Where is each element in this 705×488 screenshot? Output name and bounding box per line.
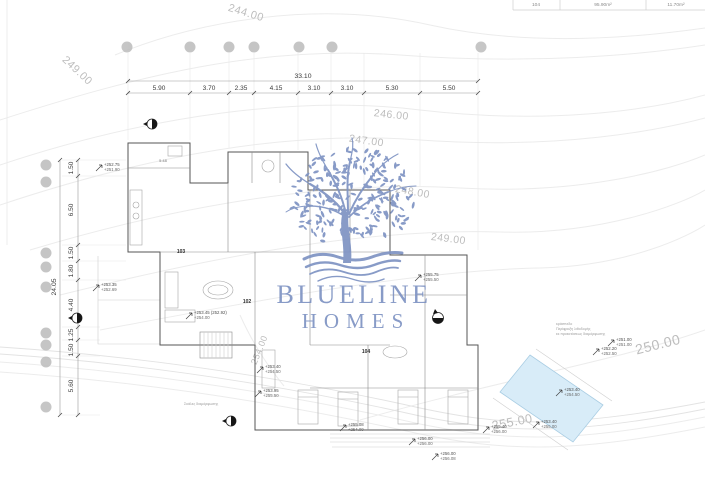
left-dimension-chain: 24.05 1.50 6.50 1.50 1.80 4.40 1.25 1.50… — [51, 157, 126, 418]
spot-elev: +256.00 — [417, 436, 433, 441]
section-marker-icon — [143, 118, 158, 130]
dim-left-seg: 1.80 — [68, 264, 75, 277]
room-number-102: 102 — [243, 299, 252, 305]
dim-top-seg: 5.90 — [153, 85, 166, 92]
contour-label-250: 250.00 — [634, 331, 682, 358]
spot-elev: +254.50 — [564, 392, 580, 397]
spot-elev: +254.50 — [265, 369, 281, 374]
spot-elev: +256.00 — [417, 441, 433, 446]
dim-left-seg: 1.50 — [68, 343, 75, 356]
spot-elev: +254.00 — [194, 315, 210, 320]
dim-left-seg: 1.50 — [68, 161, 75, 174]
spot-elev: +253.40 — [541, 419, 557, 424]
furniture — [129, 145, 469, 427]
section-marker-icon — [68, 312, 83, 324]
interior-dim: 5.48 — [159, 158, 168, 163]
dim-left-seg: 6.50 — [68, 203, 75, 216]
section-markers — [68, 118, 444, 427]
dim-top-seg: 2.35 — [235, 85, 248, 92]
table-cell-area1: 95.90m² — [594, 2, 612, 8]
section-marker-icon — [432, 309, 444, 324]
contour-label-249-nw: 249.00 — [60, 54, 95, 88]
dim-left-seg: 5.60 — [68, 379, 75, 392]
dim-left-overall: 24.05 — [51, 278, 58, 295]
spot-elev: +252.69 — [101, 287, 117, 292]
room-number-103: 103 — [177, 249, 186, 255]
dim-top-overall: 33.10 — [294, 73, 311, 80]
dim-left-seg: 1.25 — [68, 328, 75, 341]
pool-note-line: κράσπεδο — [556, 322, 572, 326]
pool-note-line: Περίφραξη λιθοδομής — [556, 327, 591, 331]
survey-dots — [40, 41, 487, 413]
dim-top-seg: 4.15 — [270, 85, 283, 92]
contour-label-244: 244.00 — [227, 2, 266, 24]
spot-elevations: +252.75+251.90 +253.35+252.69 +253.45 (2… — [92, 162, 632, 461]
logo-tree-foliage — [289, 146, 415, 243]
pool-water — [499, 354, 604, 443]
spot-elev: +255.50 — [263, 393, 279, 398]
logo-waves-icon — [302, 251, 404, 283]
dim-ticks-left — [75, 157, 81, 418]
contour-label-246: 246.00 — [373, 107, 409, 123]
dim-top-seg: 5.50 — [443, 85, 456, 92]
spot-elev: +253.35 — [101, 282, 117, 287]
dim-top-seg: 3.70 — [203, 85, 216, 92]
spot-elev: +253.40 — [265, 364, 281, 369]
logo-tree-icon — [285, 137, 417, 263]
dim-top-seg: 5.30 — [386, 85, 399, 92]
top-dimension-chain: 33.10 5.90 3.70 2.35 4.15 3.10 3.10 5.30… — [125, 53, 481, 250]
spot-elev: +255.75 — [423, 272, 439, 277]
terrace-steps — [330, 433, 490, 448]
spot-elev: +251.90 — [104, 167, 120, 172]
spot-elev: +253.45 (252.92) — [194, 310, 227, 315]
section-marker-icon — [222, 415, 237, 427]
spot-elev: +256.00 — [440, 451, 456, 456]
spot-elev: +255.08 — [348, 422, 364, 427]
spot-elev: +255.40 — [491, 424, 507, 429]
spot-elev: +255.50 — [423, 277, 439, 282]
spot-elev: +254.00 — [348, 427, 364, 432]
table-cell-area2: 11.70m² — [667, 2, 685, 8]
table-cell-room: 104 — [532, 2, 540, 8]
room-number-104: 104 — [362, 349, 371, 355]
dim-left-seg: 1.50 — [68, 246, 75, 259]
spot-elev: +255.00 — [541, 424, 557, 429]
extension-lines — [62, 159, 126, 416]
pool-note-line: εκ προεκτάσεως διαμόρφωσης — [556, 332, 605, 336]
dim-top-seg: 3.10 — [308, 85, 321, 92]
blueline-homes-logo: BLUELINE HOMES — [276, 137, 431, 333]
spot-elev: +253.40 — [564, 387, 580, 392]
dim-left-seg: 4.40 — [68, 298, 75, 311]
annotations: κράσπεδο Περίφραξη λιθοδομής εκ προεκτάσ… — [184, 322, 605, 406]
swimming-pool — [492, 348, 613, 451]
spot-elev: +256.08 — [440, 456, 456, 461]
dim-top-seg: 3.10 — [341, 85, 354, 92]
spot-elev: +251.00 — [616, 337, 632, 342]
contour-label-249-mid: 249.00 — [430, 231, 466, 247]
building-floor-plan: 103 102 104 5.48 — [97, 142, 490, 448]
spot-elev: +252.20 — [601, 346, 617, 351]
spot-elev: +252.75 — [104, 162, 120, 167]
spot-elev: +252.50 — [601, 351, 617, 356]
logo-brand-word: HOMES — [302, 309, 411, 333]
staircase — [199, 331, 233, 359]
site-note: Σκάλες διαμόρφωσης — [184, 402, 219, 406]
logo-brand-name: BLUELINE — [276, 280, 431, 309]
spot-elev: +251.00 — [616, 342, 632, 347]
area-table-fragment: 104 95.90m² 11.70m² — [512, 0, 705, 11]
spot-elev: +253.95 — [263, 388, 279, 393]
spot-elev: +256.00 — [491, 429, 507, 434]
dim-ticks-top — [125, 90, 481, 96]
contour-lines — [0, 0, 705, 448]
contour-label-247: 247.00 — [348, 133, 384, 150]
extension-lines — [127, 53, 479, 250]
